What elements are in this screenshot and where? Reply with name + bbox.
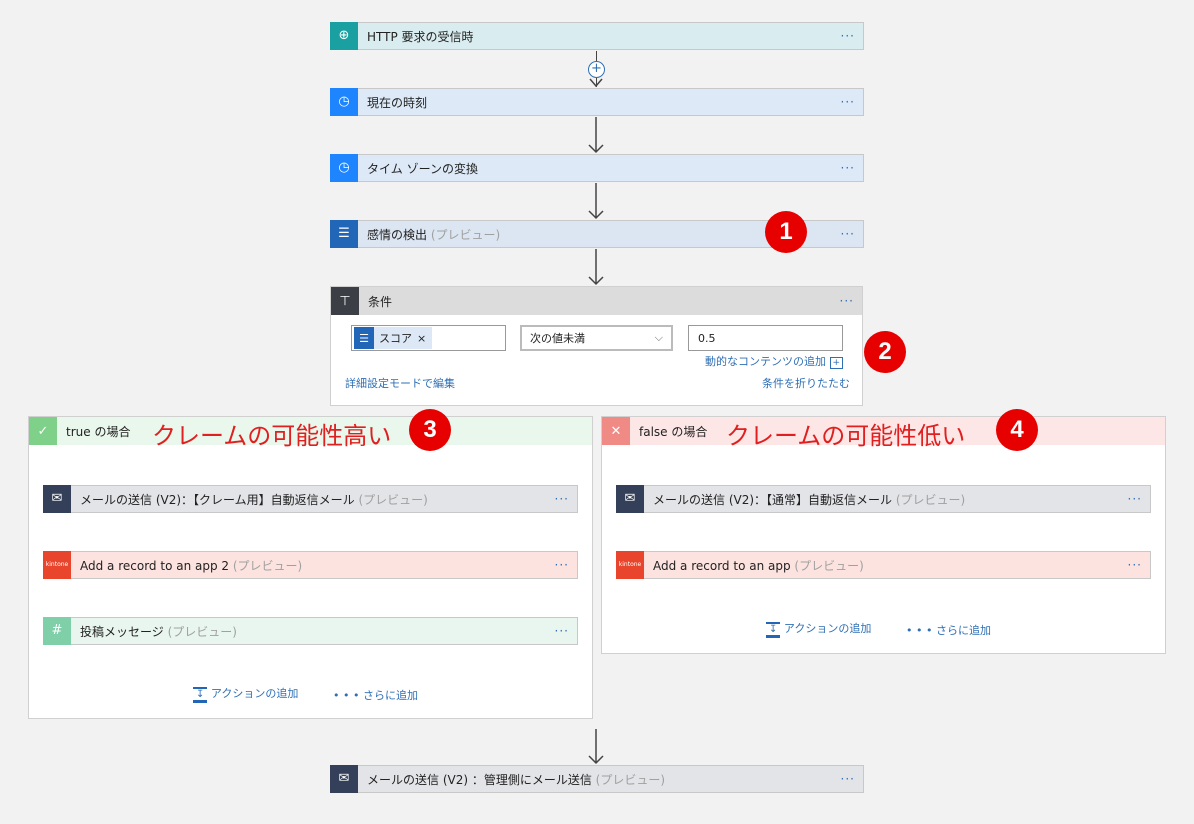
text-lines-icon: ☰ bbox=[330, 219, 358, 248]
condition-block: ⊤ 条件 ··· ☰ スコア × 次の値未満⌵ 0.5 動的なコンテンツの追加 … bbox=[330, 286, 863, 406]
add-action-button[interactable]: ↧ アクションの追加 bbox=[766, 620, 871, 638]
badge-2: 2 bbox=[864, 331, 906, 373]
action-send-mail-admin[interactable]: ✉ メールの送信 (V2) ：管理側にメール送信 (プレビュー) ··· bbox=[330, 764, 864, 793]
clock-icon: ◷ bbox=[330, 87, 358, 116]
badge-3: 3 bbox=[409, 409, 451, 451]
trigger-http-request[interactable]: ⊕ HTTP 要求の受信時 ··· bbox=[330, 21, 864, 50]
action-kintone-add-record[interactable]: kintone Add a record to an app (プレビュー) ·… bbox=[616, 550, 1151, 579]
condition-value-input[interactable]: 0.5 bbox=[688, 325, 843, 351]
operator-select[interactable]: 次の値未満⌵ bbox=[520, 325, 673, 351]
action-convert-timezone[interactable]: ◷ タイム ゾーンの変換 ··· bbox=[330, 153, 864, 182]
sendgrid-logo-icon: ✉ bbox=[43, 484, 71, 513]
advanced-mode-link[interactable]: 詳細設定モードで編集 bbox=[345, 377, 455, 390]
true-branch-header[interactable]: ✓ true の場合 bbox=[29, 417, 592, 445]
add-more-button[interactable]: • • • さらに追加 bbox=[333, 689, 418, 702]
add-dynamic-content-link[interactable]: 動的なコンテンツの追加 + bbox=[705, 353, 844, 369]
action-send-mail-normal[interactable]: ✉ メールの送信 (V2)：【通常】自動返信メール (プレビュー) ··· bbox=[616, 484, 1151, 513]
kintone-logo-icon: kintone bbox=[616, 550, 644, 579]
ellipsis-icon: • • • bbox=[906, 624, 933, 637]
more-options-button[interactable]: ··· bbox=[1127, 558, 1142, 572]
condition-icon: ⊤ bbox=[331, 287, 359, 315]
annotation-high-claim: クレームの可能性高い bbox=[152, 422, 392, 450]
sendgrid-logo-icon: ✉ bbox=[330, 764, 358, 793]
add-more-button[interactable]: • • • さらに追加 bbox=[906, 624, 991, 637]
true-branch: ✓ true の場合 ✉ メールの送信 (V2)：【クレーム用】自動返信メール … bbox=[28, 416, 593, 719]
badge-4: 4 bbox=[996, 409, 1038, 451]
more-options-button[interactable]: ··· bbox=[840, 95, 855, 109]
remove-token-button[interactable]: × bbox=[417, 331, 427, 345]
false-branch: ✕ false の場合 ✉ メールの送信 (V2)：【通常】自動返信メール (プ… bbox=[601, 416, 1166, 654]
ellipsis-icon: • • • bbox=[333, 689, 360, 702]
more-options-button[interactable]: ··· bbox=[554, 492, 569, 506]
kintone-logo-icon: kintone bbox=[43, 550, 71, 579]
slack-hash-icon: # bbox=[43, 616, 71, 645]
annotation-low-claim: クレームの可能性低い bbox=[726, 422, 966, 450]
add-action-icon: ↧ bbox=[766, 622, 781, 638]
more-options-button[interactable]: ··· bbox=[554, 558, 569, 572]
sendgrid-logo-icon: ✉ bbox=[616, 484, 644, 513]
collapse-condition-link[interactable]: 条件を折りたたむ bbox=[762, 377, 850, 390]
more-options-button[interactable]: ··· bbox=[554, 624, 569, 638]
text-lines-icon: ☰ bbox=[354, 327, 374, 349]
check-icon: ✓ bbox=[29, 417, 57, 445]
action-current-time[interactable]: ◷ 現在の時刻 ··· bbox=[330, 87, 864, 116]
token-score: ☰ スコア × bbox=[354, 327, 433, 349]
clock-icon: ◷ bbox=[330, 153, 358, 182]
more-options-button[interactable]: ··· bbox=[840, 161, 855, 175]
condition-left-operand[interactable]: ☰ スコア × bbox=[351, 325, 506, 351]
badge-1: 1 bbox=[765, 211, 807, 253]
preview-tag: (プレビュー) bbox=[430, 227, 501, 242]
more-options-button[interactable]: ··· bbox=[840, 772, 855, 786]
more-options-button[interactable]: ··· bbox=[1127, 492, 1142, 506]
action-kintone-add-record-2[interactable]: kintone Add a record to an app 2 (プレビュー)… bbox=[43, 550, 578, 579]
add-action-icon: ↧ bbox=[193, 687, 208, 703]
action-slack-post-message[interactable]: # 投稿メッセージ (プレビュー) ··· bbox=[43, 616, 578, 645]
insert-step-plus-icon[interactable]: + bbox=[588, 61, 605, 78]
more-options-button[interactable]: ··· bbox=[840, 227, 855, 241]
condition-header[interactable]: ⊤ 条件 ··· bbox=[331, 287, 862, 315]
chevron-down-icon: ⌵ bbox=[654, 331, 663, 344]
more-options-button[interactable]: ··· bbox=[840, 29, 855, 43]
add-action-button[interactable]: ↧ アクションの追加 bbox=[193, 685, 298, 703]
false-branch-header[interactable]: ✕ false の場合 bbox=[602, 417, 1165, 445]
action-title: 感情の検出 bbox=[367, 227, 428, 242]
close-x-icon: ✕ bbox=[602, 417, 630, 445]
add-box-icon: + bbox=[829, 357, 844, 369]
globe-icon: ⊕ bbox=[330, 21, 358, 50]
action-send-mail-claim[interactable]: ✉ メールの送信 (V2)：【クレーム用】自動返信メール (プレビュー) ··· bbox=[43, 484, 578, 513]
more-options-button[interactable]: ··· bbox=[839, 294, 854, 308]
